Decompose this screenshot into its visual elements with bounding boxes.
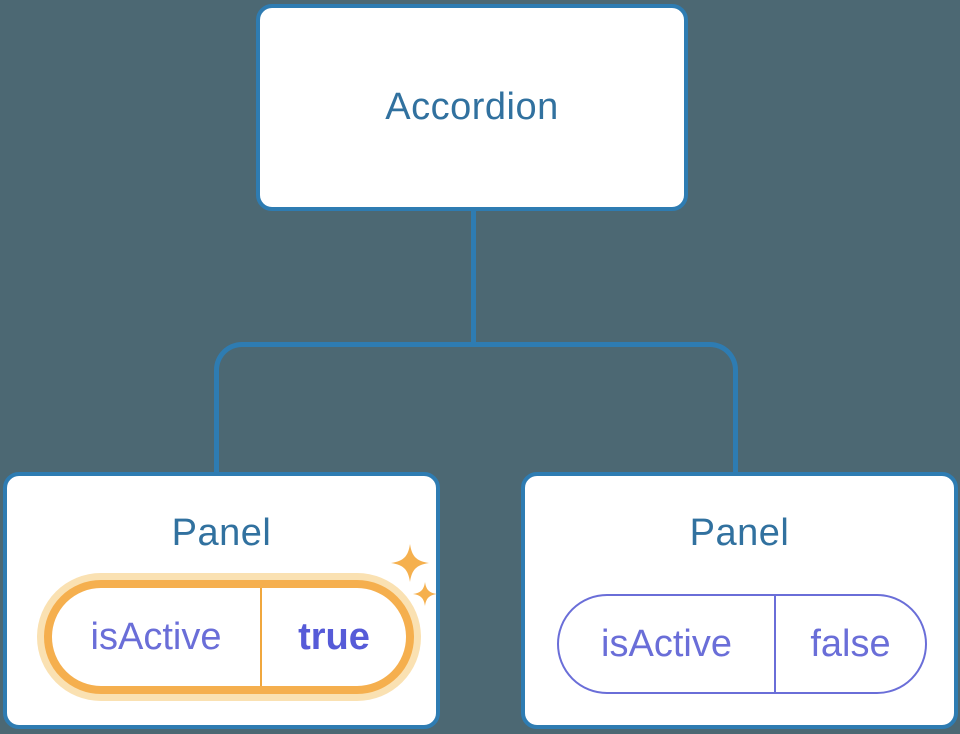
state-value: false (810, 622, 891, 665)
state-pill-active: isActive true (44, 580, 414, 694)
state-pill-inactive: isActive false (557, 594, 927, 694)
pill-divider (774, 596, 776, 692)
connector-stem (471, 211, 476, 345)
panel-label: Panel (171, 512, 272, 554)
state-key: isActive (90, 615, 222, 658)
sparkle-small-icon (413, 582, 437, 606)
state-key: isActive (601, 622, 732, 665)
panel-label: Panel (689, 512, 790, 554)
connector-bracket (214, 342, 738, 472)
panel-node-inactive: Panel isActive false (521, 472, 958, 729)
accordion-label: Accordion (385, 86, 559, 128)
sparkle-large-icon (391, 544, 429, 582)
state-value: true (298, 615, 370, 658)
pill-divider (260, 588, 262, 686)
panel-node-active: Panel isActive true (3, 472, 440, 729)
accordion-node: Accordion (256, 4, 688, 211)
